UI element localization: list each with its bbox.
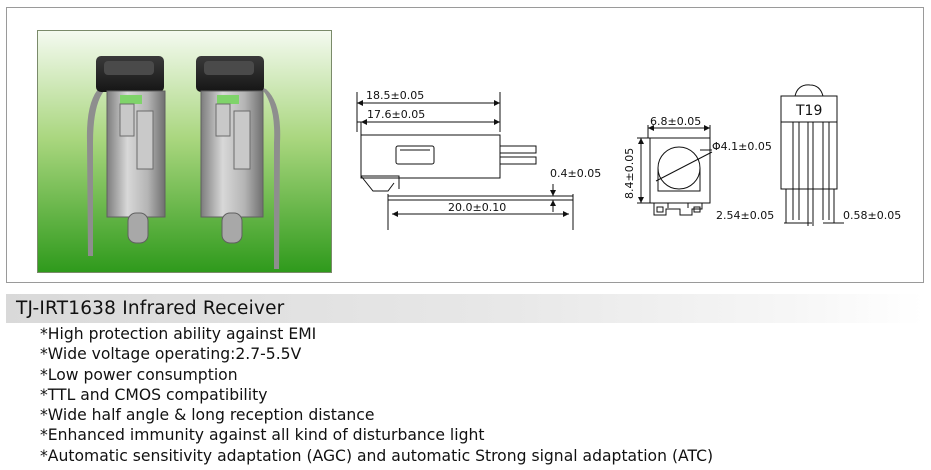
- feature-item: *High protection ability against EMI: [40, 325, 317, 343]
- feature-item: *Automatic sensitivity adaptation (AGC) …: [40, 446, 714, 465]
- dim-lead-width: 0.58±0.05: [843, 209, 901, 222]
- title-bar: TJ-IRT1638 Infrared Receiver: [6, 294, 924, 323]
- dim-body-length: 17.6±0.05: [367, 108, 425, 121]
- side-view-drawing: [356, 92, 574, 230]
- receiver-right-image: [196, 56, 281, 269]
- dim-front-height: 8.4±0.05: [623, 148, 636, 199]
- feature-item: *Wide half angle & long reception distan…: [40, 406, 375, 425]
- dim-lead-offset: 0.4±0.05: [550, 167, 601, 180]
- technical-drawings: 18.5±0.05 17.6±0.05 0.4±0.05 20.0±0.10 6…: [356, 84, 901, 230]
- feature-item: *Low power consumption: [40, 365, 238, 384]
- dim-lens-diameter: Φ4.1±0.05: [712, 140, 772, 153]
- model-label: T19: [795, 103, 822, 119]
- feature-item: *Enhanced immunity against all kind of d…: [40, 426, 485, 445]
- feature-list: *High protection ability against EMI *Wi…: [40, 324, 713, 466]
- product-title: TJ-IRT1638 Infrared Receiver: [16, 298, 285, 319]
- receiver-left-image: [86, 56, 166, 256]
- dim-front-width: 6.8±0.05: [650, 115, 701, 128]
- dimension-arrows: [357, 100, 710, 217]
- product-photo: [37, 30, 332, 273]
- dim-overall-length: 20.0±0.10: [448, 201, 506, 214]
- lead-view-drawing: [780, 84, 844, 226]
- front-view-drawing: [637, 125, 713, 216]
- feature-item: *Wide voltage operating:2.7-5.5V: [40, 345, 302, 364]
- feature-item: *TTL and CMOS compatibility: [40, 385, 268, 404]
- dim-lead-pitch: 2.54±0.05: [716, 209, 774, 222]
- dim-total-length: 18.5±0.05: [366, 89, 424, 102]
